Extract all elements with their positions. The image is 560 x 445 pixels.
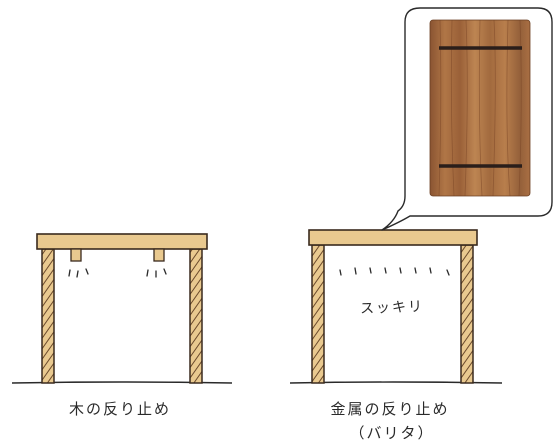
right-table — [289, 229, 503, 384]
left-table-caption: 木の反り止め — [68, 400, 172, 418]
right-table-caption: 金属の反り止め — [330, 400, 450, 418]
wood-batten-right — [153, 248, 165, 262]
right-table-leg-left — [311, 244, 325, 384]
right-tabletop — [308, 229, 478, 246]
left-table-leg-right — [189, 248, 203, 384]
left-tabletop — [36, 233, 208, 250]
speech-bubble — [381, 7, 553, 231]
tabletop-photo — [429, 19, 531, 197]
right-table-leg-right — [460, 244, 474, 384]
wood-batten-left — [70, 248, 82, 262]
left-floor-line — [11, 381, 233, 384]
clean-look-note: スッキリ — [359, 298, 425, 318]
left-table-leg-left — [41, 248, 55, 384]
left-table — [11, 233, 233, 384]
right-table-caption-sub: （バリタ） — [349, 424, 435, 442]
right-shade-marks — [339, 267, 450, 276]
left-shade-marks — [68, 268, 167, 278]
